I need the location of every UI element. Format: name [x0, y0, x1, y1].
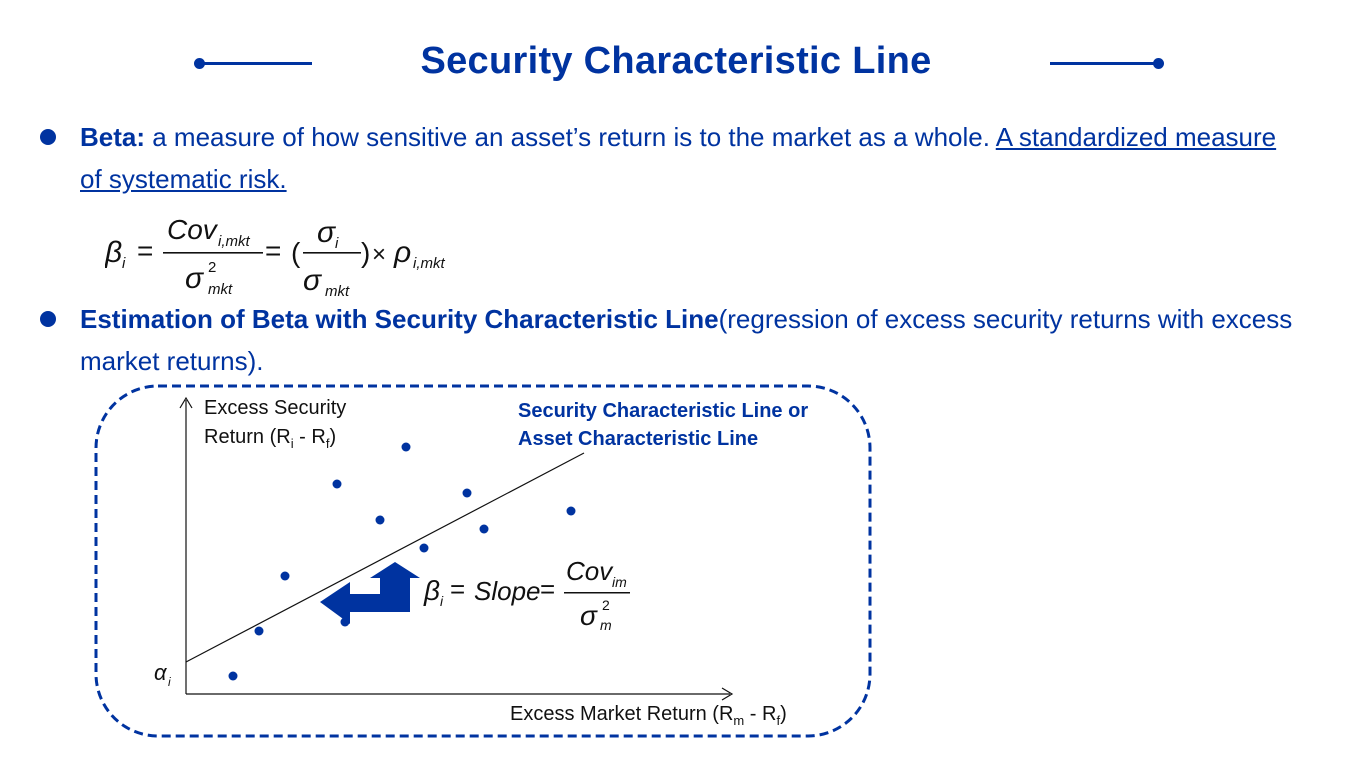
cov-symbol: Cov	[167, 214, 219, 245]
svg-text:=: =	[265, 235, 281, 266]
slope-cov: Cov	[566, 556, 614, 586]
beta-formula: β i = Cov i,mkt σ 2 mkt = ( σ i σ mkt ) …	[105, 214, 445, 300]
bullet-beta-definition: Beta: a measure of how sensitive an asse…	[80, 116, 1300, 200]
slope-sigma-superscript: 2	[602, 597, 610, 613]
title-left-decoration	[194, 58, 312, 69]
line-label-1: Security Characteristic Line or	[518, 400, 808, 422]
scl-diagram: Excess Security Return (Ri - Rf) Securit…	[94, 384, 872, 738]
sigma-i-subscript: i	[335, 235, 339, 252]
decoration-dot	[194, 58, 205, 69]
sigma-mkt-subscript: mkt	[325, 283, 350, 300]
sigma-subscript: mkt	[208, 281, 233, 298]
bullet-marker	[40, 129, 56, 145]
scatter-point	[228, 671, 238, 681]
bullet-marker	[40, 311, 56, 327]
x-axis-arrowhead	[721, 687, 734, 701]
svg-text:): )	[361, 237, 370, 268]
slope-cov-subscript: im	[612, 574, 627, 590]
estimation-term: Estimation of Beta with Security Charact…	[80, 304, 719, 334]
estimation-text: (regression of excess security returns w…	[80, 304, 1293, 376]
beta-subscript: i	[122, 255, 126, 272]
svg-text:=: =	[540, 574, 555, 604]
beta-definition-text: a measure of how sensitive an asset’s re…	[145, 122, 996, 152]
slope-sigma: σ	[580, 600, 598, 631]
scatter-point	[332, 479, 342, 489]
y-axis-label-line1: Excess Security	[204, 397, 346, 419]
decoration-dot	[1153, 58, 1164, 69]
svg-text:=: =	[450, 574, 465, 604]
scatter-point	[375, 515, 385, 525]
slope-sigma-subscript: m	[600, 617, 612, 633]
alpha-symbol: α	[154, 660, 168, 685]
slope-arrow-icon	[320, 562, 420, 624]
cov-subscript: i,mkt	[218, 233, 250, 250]
characteristic-line	[185, 452, 585, 663]
svg-text:(: (	[291, 237, 301, 268]
scatter-point	[419, 543, 429, 553]
scatter-point	[254, 626, 264, 636]
title-bar: Security Characteristic Line	[0, 40, 1352, 90]
y-axis-label-line2: Return (Ri - Rf)	[204, 426, 336, 451]
scatter-point	[462, 488, 472, 498]
slope-word: Slope	[474, 576, 541, 606]
sigma-symbol: σ	[185, 262, 205, 295]
svg-text:=: =	[137, 235, 153, 266]
x-axis-label: Excess Market Return (Rm - Rf)	[510, 703, 787, 728]
sigma-mkt-symbol: σ	[303, 264, 323, 297]
alpha-subscript: i	[168, 675, 171, 689]
beta-symbol: β	[105, 236, 122, 269]
scatter-points	[228, 442, 576, 681]
rho-symbol: ρ	[393, 236, 411, 269]
scatter-point	[401, 442, 411, 452]
bullet-estimation: Estimation of Beta with Security Charact…	[80, 298, 1320, 382]
sigma-superscript: 2	[208, 259, 216, 276]
rho-subscript: i,mkt	[413, 255, 445, 272]
beta-underlined-text: A standardized measure of systematic ris…	[80, 122, 1277, 194]
slope-beta-symbol: β	[423, 575, 440, 606]
beta-term: Beta:	[80, 122, 146, 152]
sigma-i-symbol: σ	[317, 216, 337, 249]
scatter-point	[479, 524, 489, 534]
y-axis-arrowhead	[179, 396, 193, 409]
line-label-2: Asset Characteristic Line	[518, 428, 758, 450]
svg-text:×: ×	[372, 241, 386, 268]
scatter-point	[566, 506, 576, 516]
slope-beta-subscript: i	[440, 593, 444, 609]
diagram-dashed-border	[94, 384, 872, 738]
scatter-point	[280, 571, 290, 581]
page-title: Security Characteristic Line	[420, 40, 932, 82]
title-right-decoration	[1050, 58, 1164, 69]
